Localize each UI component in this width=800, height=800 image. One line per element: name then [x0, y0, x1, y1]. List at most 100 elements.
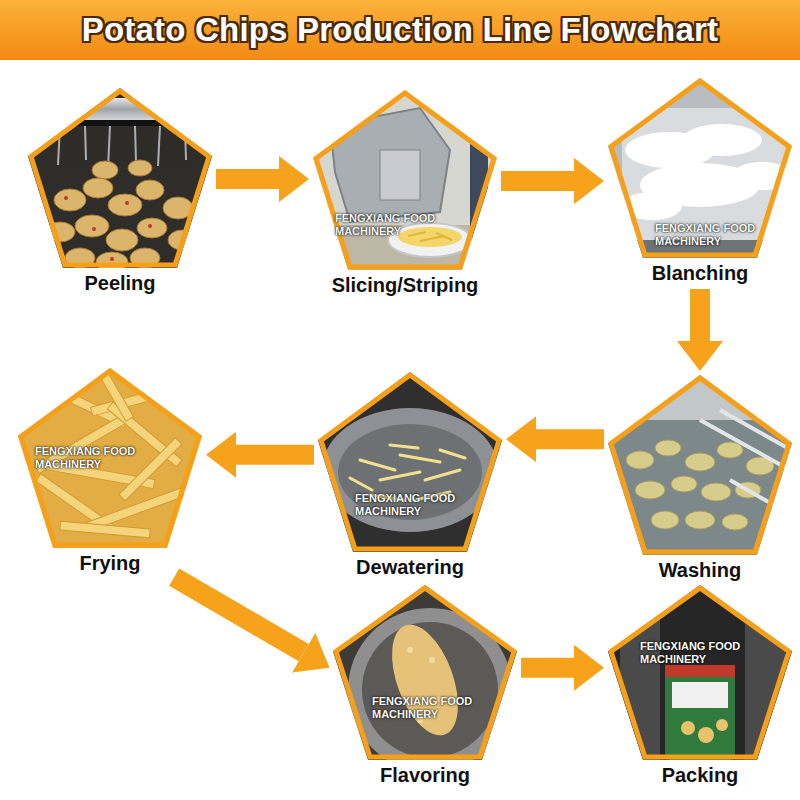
pentagon-outline	[31, 91, 209, 265]
packing-photo-part-part	[698, 727, 714, 743]
washing-photo-part	[700, 410, 800, 520]
step-label: Dewatering	[356, 555, 464, 579]
slicing-photo-part	[330, 108, 450, 222]
peeling-photo-part	[28, 98, 212, 120]
flavoring-photo-part-part	[407, 647, 413, 653]
pentagon-frame	[313, 90, 497, 270]
slicing-photo-part	[380, 150, 420, 200]
peeling-photo-part-part	[136, 180, 164, 200]
peeling-photo-part-part	[128, 160, 152, 176]
flow-arrow	[501, 171, 574, 191]
flow-arrow	[174, 577, 303, 653]
dewatering-photo-part-part	[360, 460, 395, 470]
frying-photo-part-part	[60, 521, 150, 538]
packing-photo-part	[672, 682, 728, 708]
washing-photo-part-part	[722, 514, 748, 530]
flow-arrow	[690, 289, 710, 341]
slicing-photo	[313, 90, 497, 270]
packing-photo-part	[665, 665, 735, 760]
pentagon-outline	[21, 371, 199, 545]
peeling-photo-part-part	[158, 126, 160, 166]
step-label: Packing	[662, 763, 739, 787]
pentagon-outline	[611, 81, 789, 255]
flavoring-photo-part-part	[429, 657, 435, 663]
dewatering-photo-part	[322, 408, 498, 532]
step-label: Flavoring	[380, 763, 470, 787]
flavoring-photo	[333, 585, 517, 772]
peeling-photo-part-part	[64, 196, 68, 200]
peeling-photo-part-part	[137, 218, 167, 238]
process-node: Blanching	[608, 78, 792, 285]
washing-photo-part-part	[635, 481, 665, 499]
watermark: FENGXIANG FOOD MACHINERY	[372, 695, 476, 721]
step-label: Slicing/Striping	[332, 273, 479, 297]
washing-photo-part-part	[671, 476, 697, 492]
frying-photo-part-part	[91, 383, 185, 416]
step-label: Frying	[79, 551, 140, 575]
blanching-photo-part-part	[682, 124, 762, 156]
peeling-photo	[28, 88, 212, 272]
dewatering-photo-part-part	[425, 470, 460, 480]
process-node: Packing	[608, 585, 792, 787]
slicing-photo-part-part	[436, 233, 452, 240]
flow-arrow	[521, 658, 574, 678]
washing-photo-part-part	[655, 440, 681, 456]
washing-photo-part	[608, 375, 792, 555]
peeling-photo-part-part	[92, 227, 96, 231]
peeling-photo-part-part	[58, 126, 60, 165]
step-label: Washing	[659, 558, 742, 582]
watermark: FENGXIANG FOOD MACHINERY	[355, 492, 459, 518]
washing-photo-part-part	[651, 511, 679, 529]
blanching-photo-part	[622, 124, 792, 220]
peeling-photo-part-part	[45, 222, 75, 242]
blanching-photo	[608, 78, 798, 260]
pentagon-frame	[28, 88, 212, 268]
dewatering-photo-part-part	[390, 445, 418, 448]
process-node: Slicing/Striping	[313, 90, 497, 297]
pentagon-outline	[321, 375, 499, 549]
washing-photo	[608, 375, 800, 555]
watermark: FENGXIANG FOOD MACHINERY	[655, 222, 759, 248]
process-node: Washing	[608, 375, 792, 582]
washing-photo-part	[626, 440, 774, 530]
packing-photo-part	[665, 665, 735, 677]
pentagon-frame	[608, 375, 792, 555]
peeling-photo-part-part	[83, 178, 113, 198]
step-label: Blanching	[652, 261, 749, 285]
slicing-photo-part-part	[408, 232, 426, 236]
process-node: Frying	[18, 368, 202, 575]
title-text: Potato Chips Production Line Flowchart	[82, 11, 718, 49]
peeling-photo-part-part	[148, 224, 152, 228]
dewatering-photo-part	[338, 424, 482, 520]
pentagon-frame	[608, 585, 792, 760]
peeling-photo-part-part	[135, 126, 136, 162]
packing-photo	[608, 585, 792, 760]
peeling-photo-part-part	[125, 201, 129, 205]
washing-photo-part	[608, 375, 792, 420]
slicing-photo-part	[313, 90, 497, 270]
dewatering-photo	[318, 372, 502, 552]
washing-photo-part-part	[717, 442, 743, 458]
peeling-photo-part-part	[75, 215, 109, 237]
packing-photo-part	[681, 719, 728, 743]
peeling-photo-part-part	[92, 161, 118, 179]
title-banner	[0, 0, 800, 60]
process-node: Dewatering	[318, 372, 502, 579]
peeling-photo-part-part	[110, 257, 114, 261]
watermark: FENGXIANG FOOD MACHINERY	[35, 445, 139, 471]
slicing-photo-part	[408, 232, 452, 241]
peeling-photo-part	[28, 88, 212, 268]
pentagon-frame	[318, 372, 502, 552]
dewatering-photo-part-part	[440, 450, 465, 458]
washing-photo-part-part	[700, 420, 790, 470]
process-node: Peeling	[28, 88, 212, 295]
washing-photo-part-part	[626, 451, 654, 469]
washing-photo-part-part	[701, 483, 731, 501]
packing-photo-part-part	[681, 721, 695, 735]
flow-arrow	[236, 445, 314, 465]
slicing-photo-part-part	[420, 236, 444, 241]
